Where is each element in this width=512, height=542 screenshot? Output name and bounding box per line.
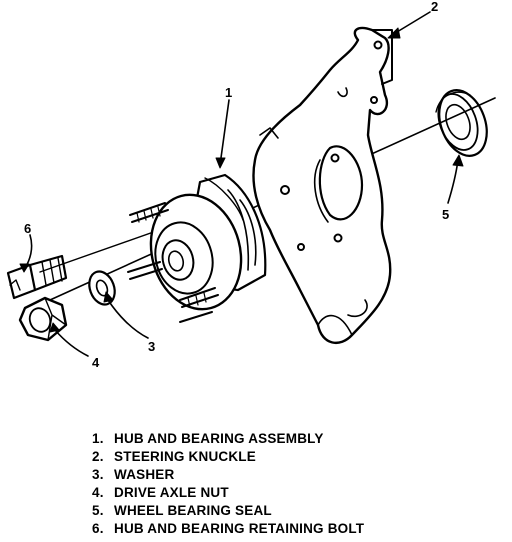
legend-number: 4. [92, 485, 104, 500]
hub-bearing-assembly [127, 173, 267, 323]
legend-label: HUB AND BEARING RETAINING BOLT [114, 521, 365, 536]
callout-hub-number: 1 [225, 85, 233, 100]
leader-line-1 [219, 99, 230, 166]
callout-nut-number: 4 [92, 355, 100, 370]
legend-number: 2. [92, 449, 104, 464]
arrowhead-4 [49, 322, 60, 333]
legend-number: 5. [92, 503, 104, 518]
legend-item: 4. DRIVE AXLE NUT [92, 484, 364, 502]
legend-number: 1. [92, 431, 104, 446]
legend-label: STEERING KNUCKLE [114, 449, 256, 464]
legend-item: 5. WHEEL BEARING SEAL [92, 502, 364, 520]
callout-knuckle-number: 2 [431, 0, 439, 14]
parts-legend: 1. HUB AND BEARING ASSEMBLY 2. STEERING KN… [92, 430, 364, 538]
legend-label: WASHER [114, 467, 175, 482]
arrowhead-5 [452, 154, 464, 167]
retaining-bolt [6, 254, 68, 300]
legend-label: HUB AND BEARING ASSEMBLY [114, 431, 324, 446]
callout-bolt-number: 6 [24, 221, 32, 236]
leader-line-5 [447, 159, 459, 204]
legend-item: 1. HUB AND BEARING ASSEMBLY [92, 430, 364, 448]
arrowhead-3 [103, 291, 114, 303]
legend-item: 3. WASHER [92, 466, 364, 484]
leader-line-3 [107, 299, 149, 339]
leader-line-4 [54, 329, 89, 357]
legend-item: 6. HUB AND BEARING RETAINING BOLT [92, 520, 364, 538]
callout-seal-number: 5 [442, 207, 450, 222]
callout-washer-number: 3 [148, 339, 156, 354]
exploded-view-diagram [6, 11, 496, 357]
arrowhead-2 [387, 27, 401, 39]
steering-knuckle [252, 26, 393, 345]
wheel-bearing-seal [435, 89, 488, 157]
legend-number: 6. [92, 521, 104, 536]
legend-number: 3. [92, 467, 104, 482]
washer [88, 270, 116, 306]
leader-line-6 [24, 234, 33, 269]
legend-label: WHEEL BEARING SEAL [114, 503, 272, 518]
legend-item: 2. STEERING KNUCKLE [92, 448, 364, 466]
arrowhead-1 [215, 157, 226, 169]
arrowhead-6 [19, 263, 30, 273]
legend-label: DRIVE AXLE NUT [114, 485, 229, 500]
